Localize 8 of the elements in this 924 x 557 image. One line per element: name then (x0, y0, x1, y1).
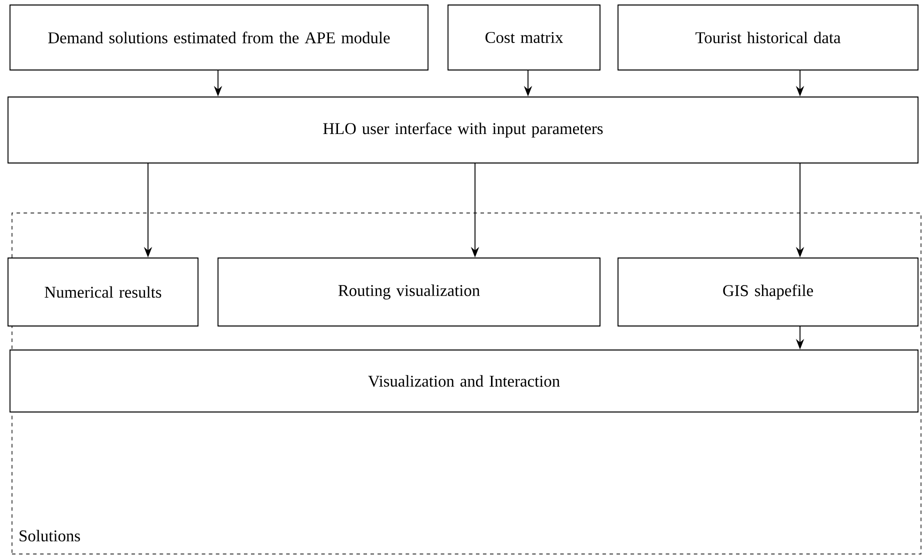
process-box: Routing visualization (218, 258, 600, 326)
process-box: Visualization and Interaction (10, 350, 918, 412)
process-box: Cost matrix (448, 4, 600, 70)
process-box: HLO user interface with input parameters (8, 96, 918, 164)
process-box: Demand solutions estimated from the APE module (10, 4, 428, 70)
process-box: Tourist historical data (618, 4, 918, 70)
process-box: Numerical results (8, 258, 198, 326)
process-box: GIS shapefile (618, 258, 918, 326)
